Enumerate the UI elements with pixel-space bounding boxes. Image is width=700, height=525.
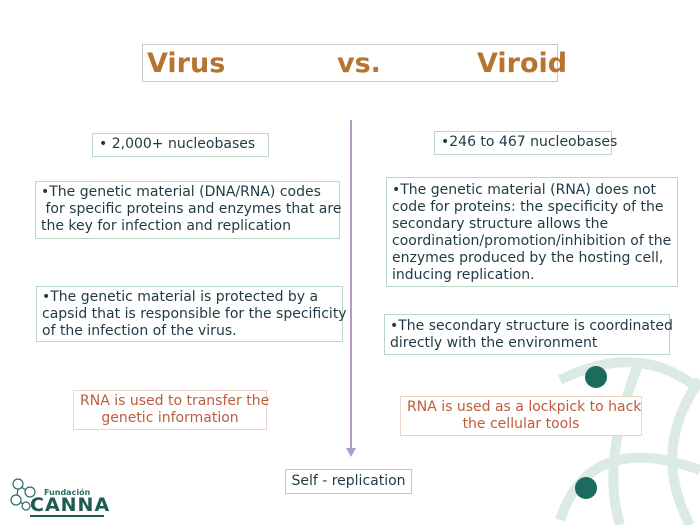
atom-node-icon <box>585 366 607 388</box>
divider-arrow-icon <box>346 448 356 457</box>
logo-underline <box>30 515 104 517</box>
logo-name: CANNA <box>30 494 111 516</box>
title-box: Virus vs. Viroid <box>142 44 567 82</box>
self-replication-box: Self - replication <box>285 469 412 494</box>
title-virus: Virus <box>147 48 226 79</box>
viroid-genetic-material: •The genetic material (RNA) does not cod… <box>386 177 678 287</box>
molecule-icon <box>10 478 36 511</box>
viroid-rna-use: RNA is used as a lockpick to hack the ce… <box>400 396 642 436</box>
viroid-secondary-structure: •The secondary structure is coordinated … <box>384 314 673 355</box>
virus-genetic-material: •The genetic material (DNA/RNA) codes fo… <box>35 181 341 239</box>
atom-node-icon <box>575 477 597 499</box>
viroid-nucleobases: •246 to 467 nucleobases <box>434 131 617 155</box>
virus-nucleobases: • 2,000+ nucleobases <box>92 133 269 157</box>
virus-capsid-protection: •The genetic material is protected by a … <box>36 286 347 342</box>
virus-rna-use: RNA is used to transfer the genetic info… <box>73 390 269 430</box>
logo-foundation-label: Fundación <box>44 488 91 497</box>
center-divider <box>350 120 352 450</box>
title-vs: vs. <box>337 48 381 79</box>
title-viroid: Viroid <box>477 48 568 79</box>
